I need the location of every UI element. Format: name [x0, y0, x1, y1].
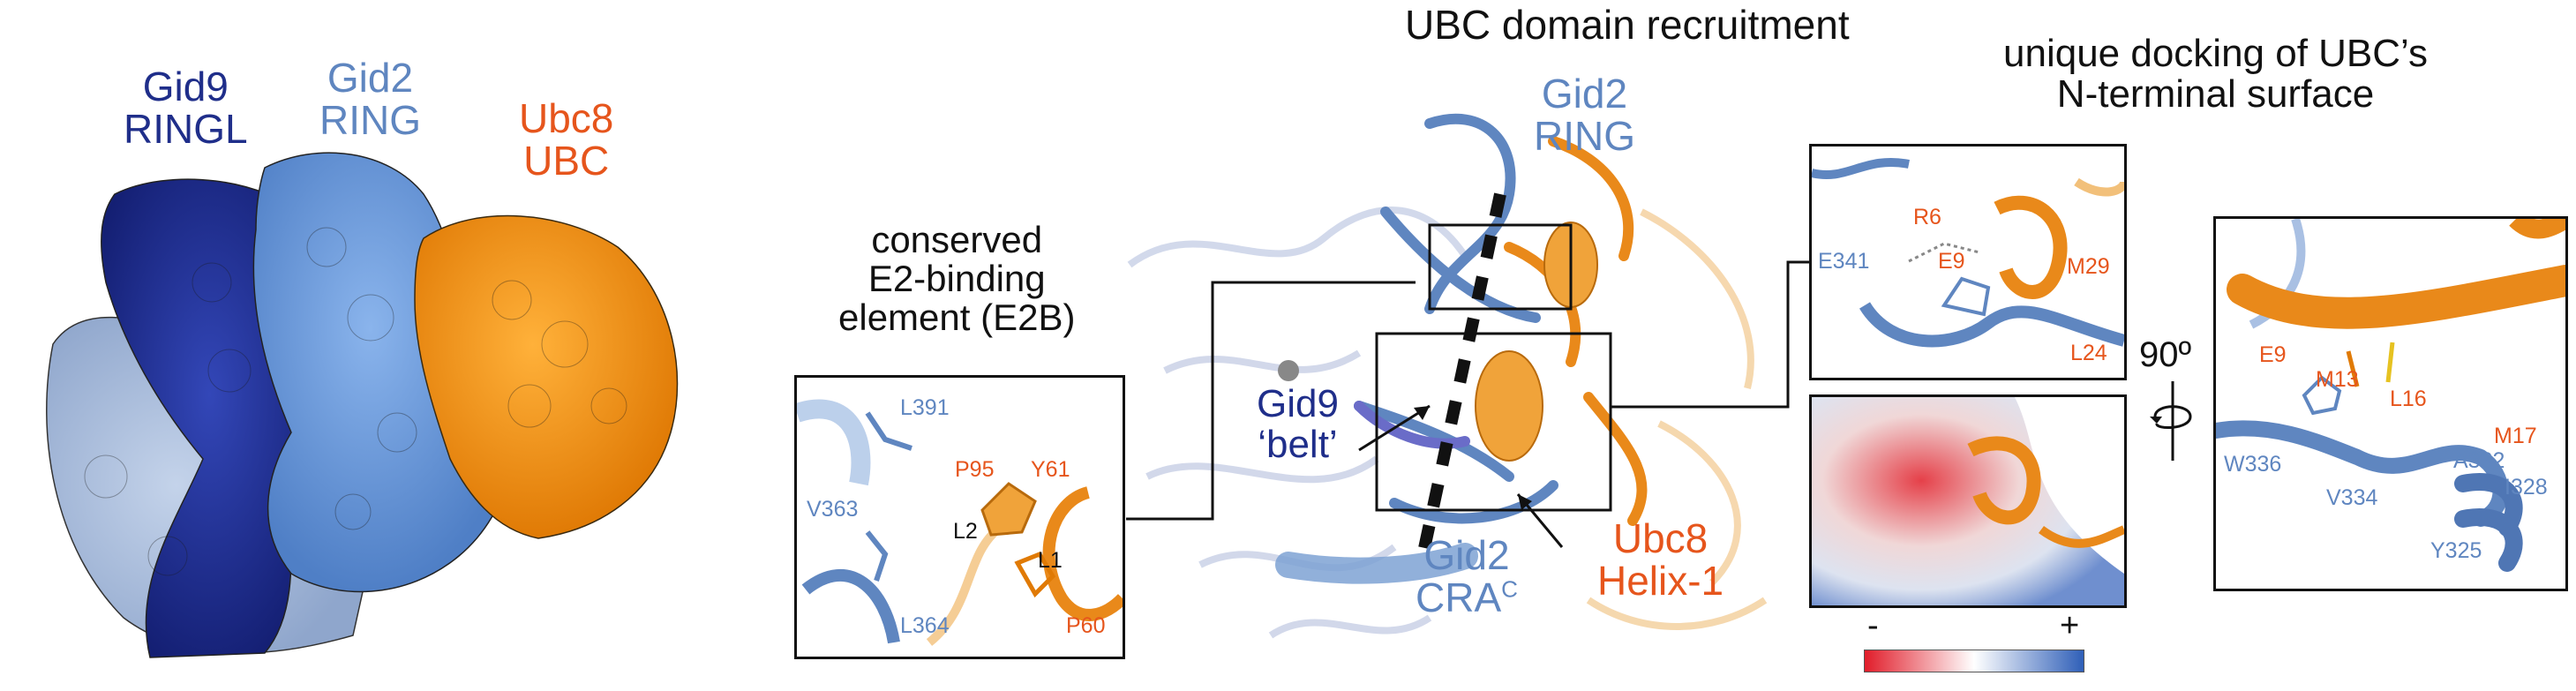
res-l2: L2: [953, 519, 978, 544]
interface-inset-top: [1809, 144, 2127, 380]
res-v334: V334: [2326, 485, 2378, 510]
interface-right-illustration: [2216, 219, 2565, 572]
scale-plus: +: [2060, 607, 2080, 644]
gid9-belt-label: Gid9 ‘belt’: [1257, 382, 1339, 467]
electrostatic-surface-illustration: [1812, 397, 2124, 605]
ubc8-helix-label: Ubc8 Helix-1: [1597, 517, 1724, 603]
res-l364: L364: [900, 613, 950, 638]
e2b-label: conserved E2-binding element (E2B): [838, 219, 1076, 339]
electrostatic-scale-bar: [1864, 650, 2084, 672]
res-r6: R6: [1913, 205, 1941, 229]
gid2-cra-domain: CRA: [1416, 575, 1502, 621]
e2b-inset: [794, 375, 1125, 659]
scale-minus: -: [1867, 607, 1879, 644]
res-v363: V363: [807, 497, 859, 522]
res-m29: M29: [2067, 254, 2110, 279]
gid2-domain: RING: [319, 97, 421, 144]
e2b-line-2: E2-binding: [867, 258, 1046, 300]
res-l391: L391: [900, 395, 950, 420]
ubc8-helix-name: Ubc8: [1612, 515, 1709, 561]
res-m17: M17: [2494, 424, 2537, 448]
rotation-label: 90º: [2139, 335, 2192, 374]
panel-a-density-map: [0, 141, 697, 662]
res-e341: E341: [1818, 249, 1870, 274]
gid2-cra-superscript: C: [1501, 575, 1518, 603]
res-l24: L24: [2070, 341, 2107, 365]
e2b-line-3: element (E2B): [838, 297, 1076, 339]
panel-c-title-line-2: N-terminal surface: [2056, 72, 2375, 116]
gid9-belt-desc: ‘belt’: [1258, 423, 1338, 467]
res-e9-right: E9: [2259, 342, 2287, 367]
res-p60: P60: [1066, 613, 1106, 638]
panel-c-title-line-1: unique docking of UBC’s: [2003, 32, 2429, 75]
electrostatic-inset: [1809, 394, 2127, 608]
panel-c-title: unique docking of UBC’s N-terminal surfa…: [2003, 32, 2429, 116]
gid2-cra-domain-wrap: CRAC: [1416, 576, 1518, 619]
panel-a-ubc8-label: Ubc8 UBC: [519, 97, 613, 183]
panel-b-cartoon: [1094, 106, 1818, 688]
res-a332: A332: [2453, 448, 2505, 473]
res-l16: L16: [2390, 387, 2427, 411]
panel-a-gid9-label: Gid9 RINGL: [124, 65, 248, 151]
gid2-ring-domain: RING: [1534, 113, 1635, 160]
res-w336: W336: [2224, 452, 2282, 477]
ribbon-cartoon-illustration: [1127, 113, 1768, 639]
res-l1: L1: [1038, 548, 1063, 573]
res-p95: P95: [955, 457, 995, 482]
res-e9-top: E9: [1938, 249, 1965, 274]
e2b-line-1: conserved: [871, 219, 1043, 260]
panel-b-title: UBC domain recruitment: [1405, 2, 1850, 48]
gid9-domain: RINGL: [124, 106, 248, 153]
ubc8-domain: UBC: [523, 138, 610, 184]
gid9-belt-name: Gid9: [1257, 382, 1339, 425]
gid2-cra-label: Gid2 CRAC: [1416, 534, 1518, 620]
interface-inset-right: [2213, 216, 2568, 591]
res-y61: Y61: [1031, 457, 1070, 482]
rotation-arrow-icon: [2150, 381, 2192, 461]
res-i328: I328: [2505, 475, 2548, 499]
gid9-name: Gid9: [142, 64, 229, 109]
gid2-name: Gid2: [327, 55, 414, 101]
interface-top-illustration: [1812, 157, 2124, 348]
gid2-ring-name: Gid2: [1541, 71, 1628, 116]
panel-a-gid2-label: Gid2 RING: [319, 56, 421, 142]
res-y325: Y325: [2430, 538, 2482, 563]
ubc8-name: Ubc8: [519, 95, 614, 141]
e2b-connector: [1126, 281, 1416, 521]
density-map-illustration: [46, 152, 679, 658]
e2b-inset-illustration: [797, 399, 1123, 646]
gid2-ring-label: Gid2 RING: [1534, 72, 1635, 158]
panel-c-connector: [1611, 260, 1814, 409]
ubc8-helix-desc: Helix-1: [1597, 558, 1724, 605]
res-m13: M13: [2316, 367, 2359, 392]
gid2-cra-name: Gid2: [1423, 532, 1510, 578]
